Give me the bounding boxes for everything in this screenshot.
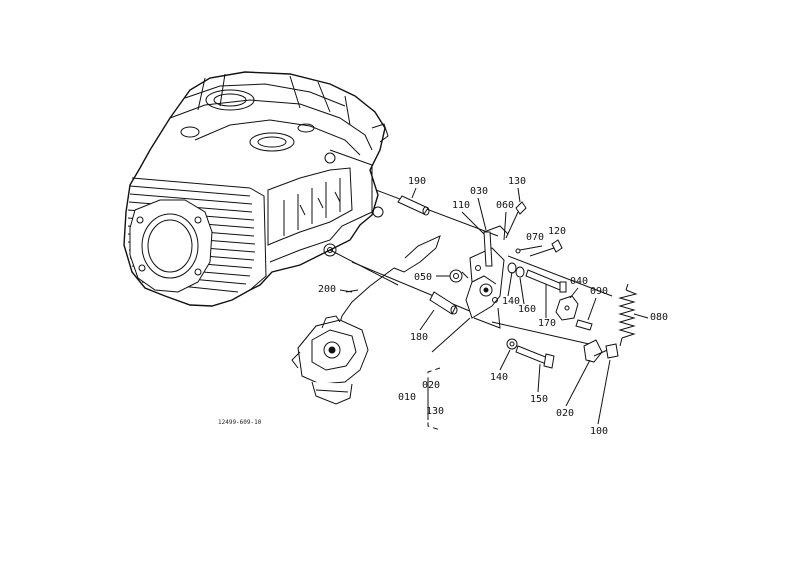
label-080: 080 — [650, 312, 668, 323]
part-100-bolt — [605, 343, 619, 359]
label-090: 090 — [590, 286, 608, 297]
label-010: 010 — [398, 392, 416, 403]
assembly-bracket — [427, 367, 441, 431]
part-090-screw — [575, 319, 593, 331]
label-leaders — [339, 187, 649, 425]
part-120-screw — [529, 239, 563, 257]
label-180: 180 — [410, 332, 428, 343]
governor-lever-plate — [465, 225, 509, 329]
part-170-bolt — [525, 269, 567, 293]
part-150-bolt — [515, 345, 555, 369]
reference-code: 12499-609-10 — [218, 419, 262, 426]
label-170: 170 — [538, 318, 556, 329]
part-180-spacer — [429, 291, 458, 315]
label-100: 100 — [590, 426, 608, 437]
part-020-lever — [583, 339, 613, 363]
engine-block — [123, 71, 389, 307]
label-040: 040 — [570, 276, 588, 287]
label-150: 150 — [530, 394, 548, 405]
label-range-end: 130 — [426, 406, 444, 417]
label-110: 110 — [452, 200, 470, 211]
label-130: 130 — [508, 176, 526, 187]
label-060: 060 — [496, 200, 514, 211]
label-160: 160 — [518, 304, 536, 315]
part-160-washers — [507, 262, 525, 278]
part-190-spacer — [397, 195, 430, 216]
label-140-upper: 140 — [502, 296, 520, 307]
label-140-lower: 140 — [490, 372, 508, 383]
label-050: 050 — [414, 272, 432, 283]
part-080-spring — [618, 283, 638, 347]
carburetor — [291, 315, 369, 405]
label-190: 190 — [408, 176, 426, 187]
part-040-block — [555, 295, 579, 321]
label-030: 030 — [470, 186, 488, 197]
part-140-nut — [506, 338, 518, 350]
label-020: 020 — [556, 408, 574, 419]
part-050-washer — [449, 269, 469, 283]
label-070: 070 — [526, 232, 544, 243]
part-070-pin — [515, 245, 543, 254]
part-200-governor-rod — [337, 235, 441, 331]
part-labels: 190 030 130 110 060 070 120 050 040 090 … — [218, 176, 668, 437]
part-130-screw — [505, 201, 527, 239]
label-range-start: 020 — [422, 380, 440, 391]
label-120: 120 — [548, 226, 566, 237]
label-200: 200 — [318, 284, 336, 295]
explode-lines — [329, 189, 613, 353]
